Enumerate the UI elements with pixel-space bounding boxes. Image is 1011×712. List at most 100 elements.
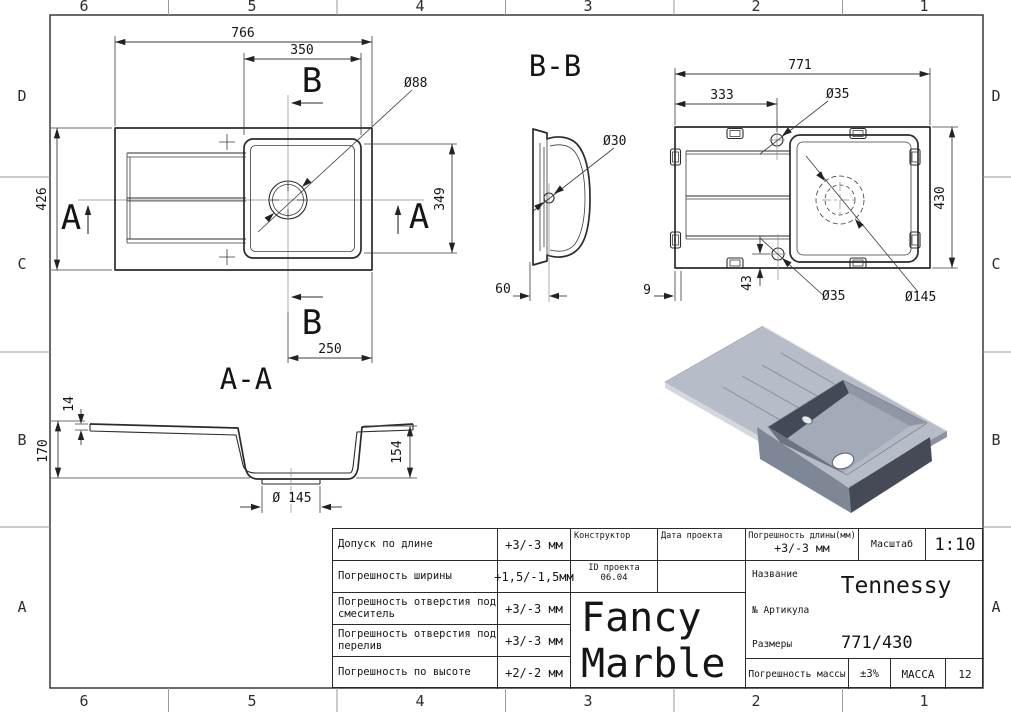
- mass-value: 12: [958, 667, 972, 681]
- view-title: A-A: [220, 362, 272, 396]
- leader-overflow-d30: Ø30: [531, 134, 626, 213]
- dim-349: 349: [364, 143, 457, 254]
- mounting-clips: [669, 127, 921, 269]
- designer-label: Конструктор: [571, 529, 658, 561]
- brand-line2: Marble: [581, 641, 726, 687]
- tolerance-label: Погрешность по высоте: [333, 657, 498, 689]
- drain-boss: [261, 479, 321, 485]
- faucet-hole: [268, 180, 308, 220]
- dim-text: 349: [433, 187, 448, 210]
- dim-14: 14: [62, 396, 88, 445]
- section-marks-b: B B: [291, 61, 323, 343]
- date-label: Дата проекта: [658, 529, 746, 561]
- zone-col-label: 4: [415, 692, 424, 710]
- zone-col-label: 3: [583, 692, 592, 710]
- bowl-floor: [781, 393, 910, 473]
- dim-text: 430: [933, 186, 948, 209]
- profile-inner-lines: [539, 139, 548, 255]
- brand-line1: Fancy: [581, 595, 702, 641]
- dim-text: 771: [788, 58, 811, 73]
- product-size: 771/430: [841, 633, 913, 653]
- product-name: Tennessy: [840, 573, 952, 599]
- fixing-holes: [769, 120, 786, 280]
- dim-60: 60: [495, 262, 567, 301]
- title-block: Допуск по длине +3/-3 мм Погрешность шир…: [332, 528, 984, 689]
- dim-text: 766: [231, 26, 254, 41]
- bowl-outer-right: [849, 437, 932, 513]
- empty-cell: [658, 561, 746, 593]
- sink-outline: [674, 126, 931, 269]
- zone-row-label: A: [991, 598, 1000, 616]
- drain-boss: [815, 175, 865, 225]
- section-letter: A: [409, 197, 429, 237]
- zone-col-label: 5: [247, 0, 256, 15]
- zone-col-label: 2: [751, 692, 760, 710]
- section-letter: B: [302, 61, 322, 101]
- drainboard-ribs: [685, 150, 790, 240]
- edge-highlight: [762, 325, 948, 432]
- length-tolerance-cell: Погрешность длины(мм) +3/-3 мм: [746, 529, 859, 561]
- scale-value: 1:10: [926, 529, 984, 561]
- zone-row-label: D: [17, 87, 26, 105]
- leader-faucet-d88: Ø88: [257, 76, 427, 233]
- bowl-outline: [243, 138, 362, 259]
- bowl-wall-far: [768, 380, 849, 443]
- leader-hole-bottom-d35: Ø35: [759, 237, 845, 304]
- view-bottom: 771 333 430 43 9 Ø35: [643, 58, 958, 305]
- dim-text: Ø30: [603, 134, 626, 149]
- tolerance-value: +3/-3 мм: [498, 593, 571, 625]
- dim-text: Ø88: [404, 76, 427, 91]
- dim-text: 426: [35, 187, 50, 210]
- dim-771: 771: [674, 58, 931, 125]
- zone-row-label: A: [17, 598, 26, 616]
- leader-hole-top-d35: Ø35: [759, 87, 849, 155]
- drainboard-ribs: [126, 152, 246, 244]
- scale-label: Масштаб: [859, 529, 926, 561]
- dim-text: Ø145: [905, 290, 936, 305]
- tolerance-value: +1,5/-1,5мм: [494, 561, 574, 593]
- section-letter: B: [302, 303, 322, 343]
- zone-col-label: 6: [79, 692, 88, 710]
- bowl-inner-line: [250, 145, 355, 252]
- dim-text: 43: [740, 275, 755, 291]
- dim-d145: Ø 145: [240, 486, 342, 513]
- center-marks: [219, 134, 235, 265]
- dim-text: 333: [710, 88, 733, 103]
- dim-text: Ø35: [826, 87, 849, 102]
- zone-col-label: 5: [247, 692, 256, 710]
- tolerance-value: +3/-3 мм: [498, 625, 571, 657]
- tolerance-label: Допуск по длине: [333, 529, 498, 561]
- section-profile: [532, 128, 591, 266]
- zone-col-label: 1: [919, 0, 928, 15]
- dim-9: 9: [643, 271, 682, 301]
- view-title: B-B: [529, 49, 581, 83]
- zone-row-label: C: [17, 255, 26, 273]
- zone-labels: 6 5 4 3 2 1 6 5 4 3 2 1 D C B A D C B A: [17, 0, 1000, 710]
- tolerance-label: Погрешность ширины: [333, 561, 498, 593]
- mass-label: МАССА: [891, 659, 946, 689]
- zone-col-label: 6: [79, 0, 88, 15]
- zone-col-label: 2: [751, 0, 760, 15]
- profile-inner-curve: [549, 144, 586, 252]
- mass-tolerance-value: ±3%: [849, 659, 891, 689]
- dim-text: 170: [36, 439, 51, 462]
- tolerance-label: Погрешность отверстия под перелив: [333, 625, 498, 657]
- length-tolerance-label: Погрешность длины(мм): [748, 531, 856, 541]
- view-section-bb: B-B Ø30 60: [495, 49, 626, 302]
- dim-250: 250: [287, 272, 373, 363]
- bowl-outline: [789, 134, 919, 263]
- dim-426: 426: [35, 127, 112, 271]
- project-id-label: ID проекта: [588, 563, 640, 573]
- bowl-wall-right: [843, 380, 927, 426]
- bowl-rim-edge: [767, 379, 928, 476]
- dim-text: 154: [390, 440, 405, 464]
- brand-logo: Fancy Marble: [571, 593, 746, 689]
- dim-154: 154: [356, 425, 417, 479]
- view-top: 766 350 426 349 250 Ø88: [35, 26, 457, 363]
- dim-text: Ø35: [822, 289, 845, 304]
- bowl-wall-near: [843, 423, 927, 475]
